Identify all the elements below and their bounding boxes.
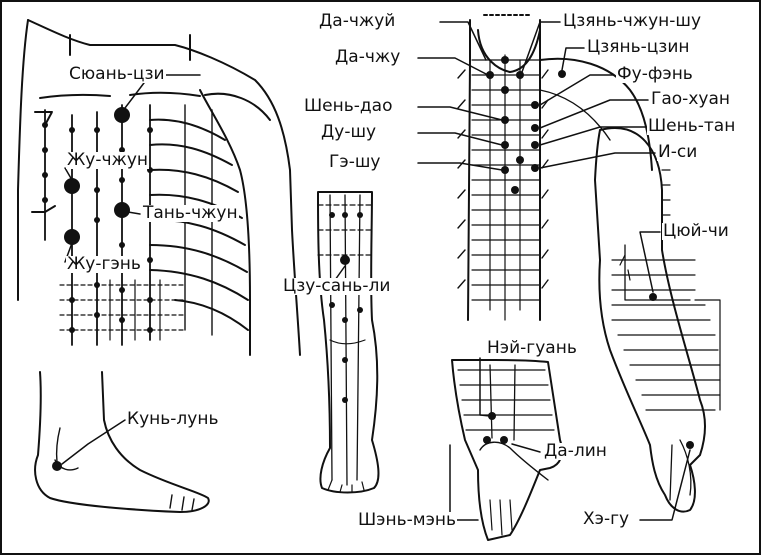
back-points [486,56,566,194]
label-du-shu: Ду-шу [320,124,377,141]
arm-points [649,293,694,449]
leader-kun-lun [62,420,125,464]
arm-figure [595,128,720,512]
foot-figure [35,372,209,512]
label-da-lin: Да-лин [543,443,608,460]
label-he-gu: Хэ-гу [582,511,630,528]
label-da-chzhuy: Да-чжуй [318,13,396,30]
label-gao-huan: Гао-хуан [650,91,731,108]
label-fu-fen: Фу-фэнь [616,66,694,83]
label-ney-guan: Нэй-гуань [486,340,578,357]
label-tsyuy-chi: Цюй-чи [662,223,730,240]
label-tszu-san-li: Цзу-сань-ли [282,278,391,295]
hand-points [483,412,508,444]
label-zhu-chzhun: Жу-чжун [66,152,149,169]
label-syuan-tszi: Сюань-цзи [68,66,166,83]
label-ge-shu: Гэ-шу [328,154,381,171]
label-kun-lun: Кунь-лунь [126,411,219,428]
label-shen-dao: Шень-дао [303,98,393,115]
label-da-chzhu: Да-чжу [334,49,401,66]
label-shen-tan: Шень-тан [647,118,736,135]
label-tan-chzhun: Тань-чжун [142,205,239,222]
label-tszyan-tszin: Цзянь-цзин [586,39,691,56]
label-i-si: И-си [657,144,698,161]
label-shen-men: Шэнь-мэнь [357,512,457,529]
label-tszyan-chzhun-shu: Цзянь-чжун-шу [562,13,702,30]
leg-figure [318,192,378,493]
point-kun-lun [52,461,62,471]
label-zhu-gen: Жу-гэнь [66,256,142,273]
